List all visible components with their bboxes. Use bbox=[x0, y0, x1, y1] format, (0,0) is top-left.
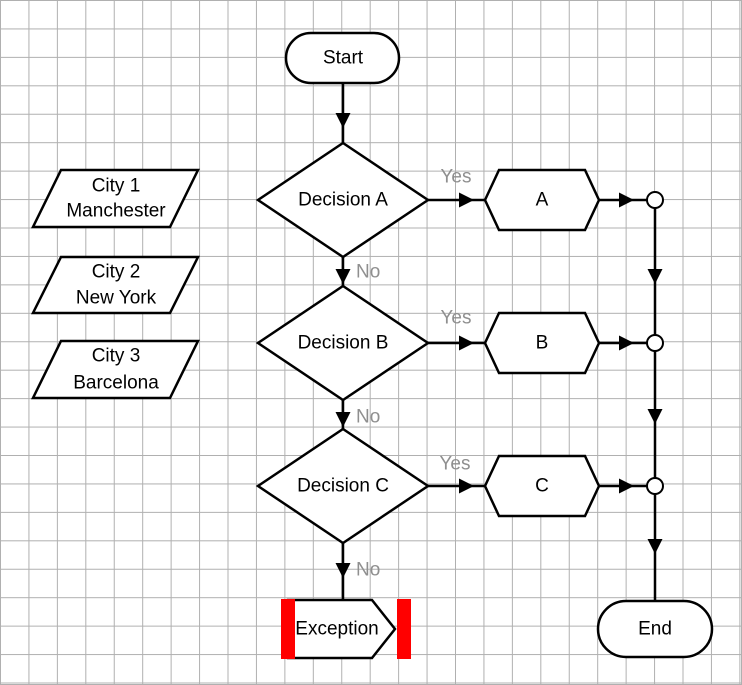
result-c-label: C bbox=[535, 476, 549, 497]
arrowhead-right-icon bbox=[459, 478, 474, 494]
result-c-node[interactable] bbox=[483, 454, 601, 518]
arrowhead-down-icon bbox=[335, 113, 351, 128]
exception-left-red-bar bbox=[281, 599, 295, 659]
arrowhead-down-icon bbox=[335, 269, 351, 284]
edge-decision-b-yes[interactable] bbox=[428, 335, 485, 351]
decision-c-label: Decision C bbox=[297, 476, 389, 497]
result-b-node[interactable] bbox=[483, 311, 601, 375]
junction-circle-c[interactable] bbox=[646, 477, 664, 495]
edge-label-a-no: No bbox=[356, 262, 380, 283]
end-node[interactable] bbox=[596, 599, 714, 659]
city3-title: City 3 bbox=[92, 346, 141, 367]
arrowhead-right-icon bbox=[459, 192, 474, 208]
edge-decision-c-yes[interactable] bbox=[428, 478, 485, 494]
edge-start-to-decision-a[interactable] bbox=[335, 83, 351, 143]
junction-circle-b[interactable] bbox=[646, 334, 664, 352]
edge-result-a-to-junction[interactable] bbox=[599, 192, 648, 208]
city3-parallelogram[interactable] bbox=[30, 339, 201, 400]
edge-label-b-yes: Yes bbox=[441, 308, 472, 329]
edge-label-c-yes: Yes bbox=[440, 454, 471, 475]
edge-label-b-no: No bbox=[356, 407, 380, 428]
result-a-label: A bbox=[536, 190, 549, 211]
edge-decision-b-no[interactable] bbox=[335, 400, 351, 429]
city1-title: City 1 bbox=[92, 176, 141, 197]
arrowhead-right-icon bbox=[459, 335, 474, 351]
edge-decision-a-no[interactable] bbox=[335, 257, 351, 286]
decision-b-label: Decision B bbox=[298, 333, 389, 354]
edge-decision-c-no[interactable] bbox=[335, 543, 351, 600]
arrowhead-down-icon bbox=[335, 412, 351, 427]
result-a-node[interactable] bbox=[483, 168, 601, 232]
end-label: End bbox=[638, 619, 672, 640]
start-node[interactable] bbox=[284, 31, 401, 85]
arrowhead-down-icon bbox=[647, 409, 663, 424]
edge-result-c-to-junction[interactable] bbox=[599, 478, 648, 494]
decision-c-node[interactable] bbox=[255, 427, 431, 545]
city3-value: Barcelona bbox=[73, 373, 159, 394]
decision-b-node[interactable] bbox=[255, 284, 431, 402]
exception-right-red-bar bbox=[397, 599, 411, 659]
edge-decision-a-yes[interactable] bbox=[428, 192, 485, 208]
edge-junction-trunk-to-end[interactable] bbox=[647, 200, 663, 601]
edge-label-a-yes: Yes bbox=[441, 167, 472, 188]
city1-value: Manchester bbox=[66, 201, 166, 222]
arrowhead-down-icon bbox=[647, 269, 663, 284]
result-b-label: B bbox=[536, 333, 549, 354]
city2-parallelogram[interactable] bbox=[30, 255, 201, 315]
exception-label: Exception bbox=[295, 619, 378, 640]
city1-parallelogram[interactable] bbox=[30, 168, 201, 229]
arrowhead-down-icon bbox=[647, 539, 663, 554]
arrowhead-down-icon bbox=[335, 563, 351, 578]
decision-a-node[interactable] bbox=[255, 141, 431, 259]
city2-title: City 2 bbox=[92, 262, 141, 283]
start-label: Start bbox=[323, 48, 364, 69]
junction-circle-a[interactable] bbox=[646, 191, 664, 209]
edge-label-c-no: No bbox=[356, 560, 380, 581]
decision-a-label: Decision A bbox=[298, 190, 388, 211]
edge-result-b-to-junction[interactable] bbox=[599, 335, 648, 351]
arrowhead-right-icon bbox=[619, 335, 634, 351]
arrowhead-right-icon bbox=[619, 478, 634, 494]
arrowhead-right-icon bbox=[619, 192, 634, 208]
city2-value: New York bbox=[76, 288, 157, 309]
